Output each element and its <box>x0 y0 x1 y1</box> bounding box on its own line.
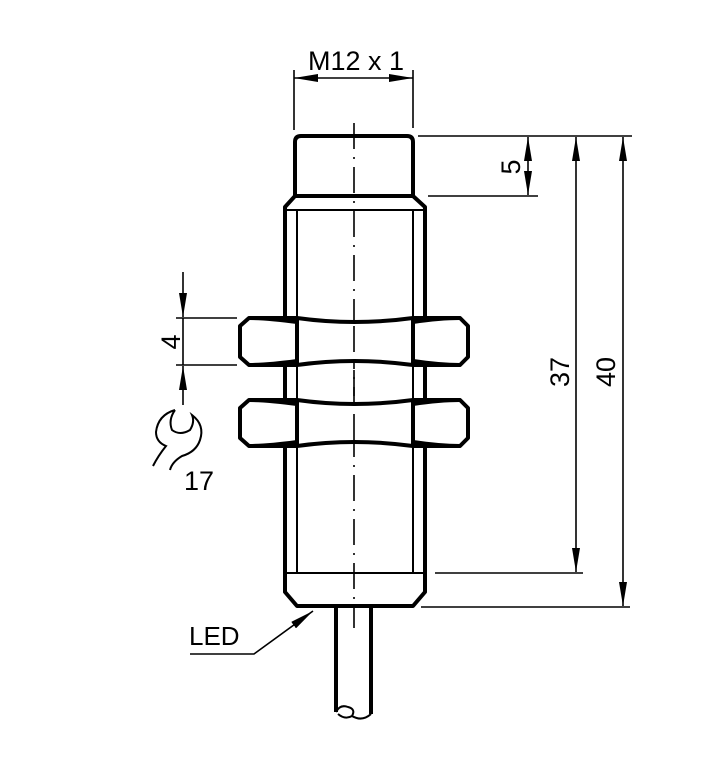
thread-label: M12 x 1 <box>308 46 404 76</box>
nut-height-label: 4 <box>156 334 186 349</box>
led-label: LED <box>189 621 240 651</box>
wrench-size-label: 17 <box>184 466 214 496</box>
cap-length-label: 5 <box>496 159 526 174</box>
wrench-icon <box>152 409 203 471</box>
thread-length-label: 37 <box>545 357 575 387</box>
sensor-cap <box>293 134 415 196</box>
led-leader-line <box>190 610 314 655</box>
cable <box>334 608 373 720</box>
total-length-label: 40 <box>591 357 621 387</box>
